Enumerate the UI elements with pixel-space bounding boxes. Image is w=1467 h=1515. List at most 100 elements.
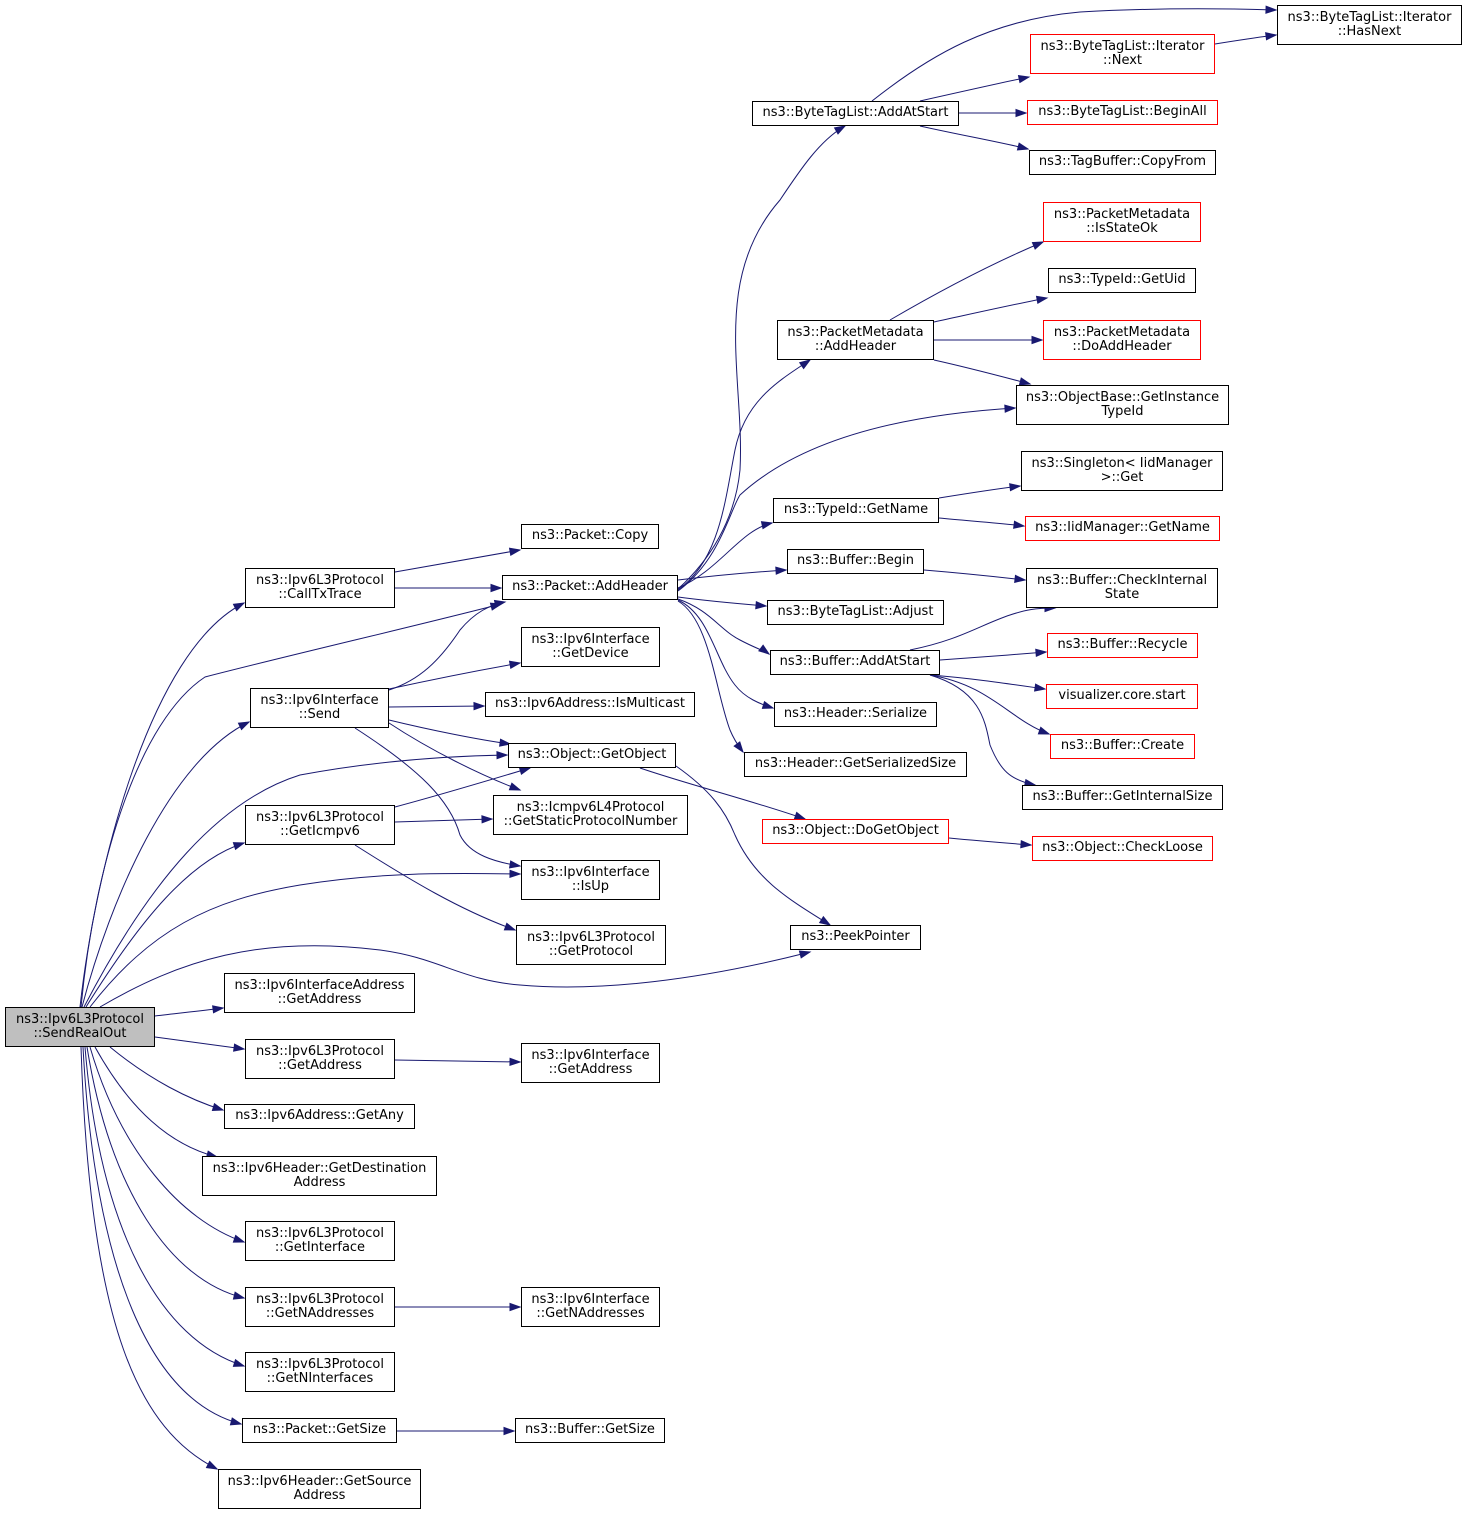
e-send-isup bbox=[354, 727, 521, 867]
node-ipv6l3protocol-getaddress[interactable]: ns3::Ipv6L3Protocol::GetAddress bbox=[245, 1039, 395, 1079]
node-header-serialize[interactable]: ns3::Header::Serialize bbox=[774, 702, 937, 727]
node-packetmetadata-isstateok[interactable]: ns3::PacketMetadata::IsStateOk bbox=[1043, 202, 1201, 242]
e-root-getobject-arrowhead bbox=[496, 750, 509, 760]
node-typeid-getname[interactable]: ns3::TypeId::GetName bbox=[773, 498, 939, 523]
node-bytetaglist-addatstart[interactable]: ns3::ByteTagList::AddAtStart bbox=[752, 101, 959, 126]
e-root-getdestination bbox=[94, 1046, 218, 1158]
e-addheader-btl-adjust-arrowhead bbox=[755, 600, 768, 610]
node-packetmetadata-doaddheader[interactable]: ns3::PacketMetadata::DoAddHeader bbox=[1043, 320, 1201, 360]
node-ipv6interface-getaddress[interactable]: ns3::Ipv6Interface::GetAddress bbox=[521, 1043, 660, 1083]
e-root-peekpointer bbox=[99, 945, 811, 1008]
node-object-checkloose[interactable]: ns3::Object::CheckLoose bbox=[1032, 836, 1213, 861]
e-root-getany-arrowhead bbox=[211, 1102, 225, 1111]
e-icmpv6-getstatic-arrowhead bbox=[481, 815, 494, 824]
e-send-ismulticast-arrowhead bbox=[473, 701, 486, 711]
node-buffer-getsize[interactable]: ns3::Buffer::GetSize bbox=[515, 1418, 665, 1443]
node-buffer-addatstart[interactable]: ns3::Buffer::AddAtStart bbox=[770, 650, 940, 675]
node-ipv6l3protocol-calltxtrace[interactable]: ns3::Ipv6L3Protocol::CallTxTrace bbox=[245, 568, 395, 608]
e-send-getobject-arrowhead bbox=[499, 738, 512, 747]
e-l3addr-ifaddr-arrowhead bbox=[509, 1057, 522, 1067]
e-btl-addatstart-next bbox=[919, 76, 1030, 102]
e-getname-singleton-arrowhead bbox=[1009, 483, 1022, 492]
node-ipv6interface-isup[interactable]: ns3::Ipv6Interface::IsUp bbox=[521, 860, 660, 900]
node-object-getobject[interactable]: ns3::Object::GetObject bbox=[508, 743, 676, 768]
e-root-getsource-arrowhead bbox=[205, 1460, 219, 1470]
e-pm-addheader-getinstancetypeid-arrowhead bbox=[1018, 377, 1032, 386]
node-header-getserializedsize[interactable]: ns3::Header::GetSerializedSize bbox=[744, 752, 967, 777]
node-buffer-getinternalsize[interactable]: ns3::Buffer::GetInternalSize bbox=[1022, 785, 1223, 810]
node-packet-addheader[interactable]: ns3::Packet::AddHeader bbox=[502, 575, 678, 600]
node-ipv6interface-send[interactable]: ns3::Ipv6Interface::Send bbox=[250, 688, 389, 728]
e-btl-addatstart-beginall-arrowhead bbox=[1015, 108, 1028, 118]
e-icmpv6-getprotocol-arrowhead bbox=[503, 922, 517, 931]
node-ipv6l3protocol-getninterfaces[interactable]: ns3::Ipv6L3Protocol::GetNInterfaces bbox=[245, 1352, 395, 1392]
node-buffer-create[interactable]: ns3::Buffer::Create bbox=[1050, 734, 1195, 759]
e-send-getobject bbox=[388, 719, 511, 745]
e-addheader-buffer-addatstart-arrowhead bbox=[758, 644, 771, 655]
node-tagbuffer-copyfrom[interactable]: ns3::TagBuffer::CopyFrom bbox=[1029, 150, 1216, 175]
node-packetmetadata-addheader[interactable]: ns3::PacketMetadata::AddHeader bbox=[777, 320, 934, 360]
node-ipv6l3protocol-getinterface[interactable]: ns3::Ipv6L3Protocol::GetInterface bbox=[245, 1221, 395, 1261]
node-ipv6interface-getdevice[interactable]: ns3::Ipv6Interface::GetDevice bbox=[521, 627, 660, 667]
e-icmpv6-getobject-arrowhead bbox=[518, 766, 532, 776]
node-ipv6address-getany[interactable]: ns3::Ipv6Address::GetAny bbox=[224, 1104, 415, 1129]
node-bytetaglist-iterator-hasnext[interactable]: ns3::ByteTagList::Iterator::HasNext bbox=[1277, 5, 1462, 45]
e-addatstart-vizstart bbox=[929, 674, 1046, 690]
e-l3naddr-ifnaddr-arrowhead bbox=[509, 1302, 522, 1312]
node-icmpv6l4protocol-getstaticprotocolnumber[interactable]: ns3::Icmpv6L4Protocol::GetStaticProtocol… bbox=[493, 795, 688, 835]
e-addheader-getinstancetypeid-arrowhead bbox=[1004, 404, 1017, 413]
node-iidmanager-getname[interactable]: ns3::IidManager::GetName bbox=[1025, 516, 1220, 541]
node-object-dogetobject[interactable]: ns3::Object::DoGetObject bbox=[762, 819, 949, 844]
node-ipv6l3protocol-getprotocol[interactable]: ns3::Ipv6L3Protocol::GetProtocol bbox=[516, 925, 666, 965]
node-packet-copy[interactable]: ns3::Packet::Copy bbox=[521, 524, 659, 549]
node-peekpointer[interactable]: ns3::PeekPointer bbox=[790, 925, 921, 950]
node-ipv6interfaceaddress-getaddress[interactable]: ns3::Ipv6InterfaceAddress::GetAddress bbox=[224, 973, 415, 1013]
node-bytetaglist-beginall[interactable]: ns3::ByteTagList::BeginAll bbox=[1027, 100, 1218, 125]
e-root-calltxtrace-arrowhead bbox=[232, 602, 246, 612]
e-root-ifsend-arrowhead bbox=[237, 721, 251, 731]
e-iterator-next-hasnext-arrowhead bbox=[1265, 32, 1278, 41]
e-begin-checkinternal-arrowhead bbox=[1014, 574, 1027, 583]
node-buffer-begin[interactable]: ns3::Buffer::Begin bbox=[787, 549, 924, 574]
e-addheader-typeid-getname bbox=[677, 522, 773, 589]
node-bytetaglist-iterator-next[interactable]: ns3::ByteTagList::Iterator::Next bbox=[1030, 34, 1215, 74]
e-addheader-header-getserializedsize-arrowhead bbox=[733, 741, 744, 754]
node-ipv6interface-getnaddresses[interactable]: ns3::Ipv6Interface::GetNAddresses bbox=[521, 1287, 660, 1327]
e-root-getnaddresses bbox=[86, 1046, 245, 1299]
e-root-isup bbox=[89, 872, 521, 1008]
e-addheader-btl-addatstart-arrowhead bbox=[833, 125, 847, 135]
e-getobject-peekpointer bbox=[675, 765, 831, 926]
node-ipv6l3protocol-sendrealout[interactable]: ns3::Ipv6L3Protocol::SendRealOut bbox=[5, 1007, 155, 1047]
node-ipv6l3protocol-getnaddresses[interactable]: ns3::Ipv6L3Protocol::GetNAddresses bbox=[245, 1287, 395, 1327]
e-root-getobject bbox=[83, 754, 508, 1008]
e-root-getinterface-arrowhead bbox=[232, 1234, 246, 1243]
e-calltxtrace-copy-arrowhead bbox=[508, 547, 522, 556]
e-addatstart-create bbox=[929, 674, 1050, 735]
node-packet-getsize[interactable]: ns3::Packet::GetSize bbox=[242, 1418, 397, 1443]
e-dogetobject-checkloose bbox=[948, 837, 1032, 846]
e-pm-addheader-getinstancetypeid bbox=[933, 359, 1031, 385]
node-bytetaglist-adjust[interactable]: ns3::ByteTagList::Adjust bbox=[767, 600, 944, 625]
e-getsize-buffer-arrowhead bbox=[503, 1426, 516, 1436]
e-dogetobject-checkloose-arrowhead bbox=[1020, 840, 1033, 849]
e-root-ifaceaddr-getaddress-arrowhead bbox=[212, 1005, 225, 1014]
e-root-peekpointer-arrowhead bbox=[798, 950, 812, 959]
node-ipv6address-ismulticast[interactable]: ns3::Ipv6Address::IsMulticast bbox=[485, 692, 695, 717]
node-typeid-getuid[interactable]: ns3::TypeId::GetUid bbox=[1048, 268, 1196, 293]
e-addheader-buffer-addatstart bbox=[677, 598, 770, 655]
e-addheader-buffer-begin bbox=[677, 569, 787, 581]
e-send-getstatic bbox=[388, 722, 521, 791]
e-addheader-btl-adjust bbox=[677, 596, 767, 607]
node-singleton-iidmanager-get[interactable]: ns3::Singleton< IidManager>::Get bbox=[1021, 451, 1223, 491]
node-buffer-recycle[interactable]: ns3::Buffer::Recycle bbox=[1047, 633, 1198, 658]
e-pm-addheader-getuid bbox=[933, 297, 1048, 323]
e-root-l3-getaddress bbox=[154, 1036, 245, 1050]
e-addheader-pm-addheader-arrowhead bbox=[798, 359, 812, 370]
node-visualizer-core-start[interactable]: visualizer.core.start bbox=[1046, 684, 1198, 709]
e-send-isup-arrowhead bbox=[508, 860, 522, 869]
node-ipv6l3protocol-geticmpv6[interactable]: ns3::Ipv6L3Protocol::GetIcmpv6 bbox=[245, 805, 395, 845]
